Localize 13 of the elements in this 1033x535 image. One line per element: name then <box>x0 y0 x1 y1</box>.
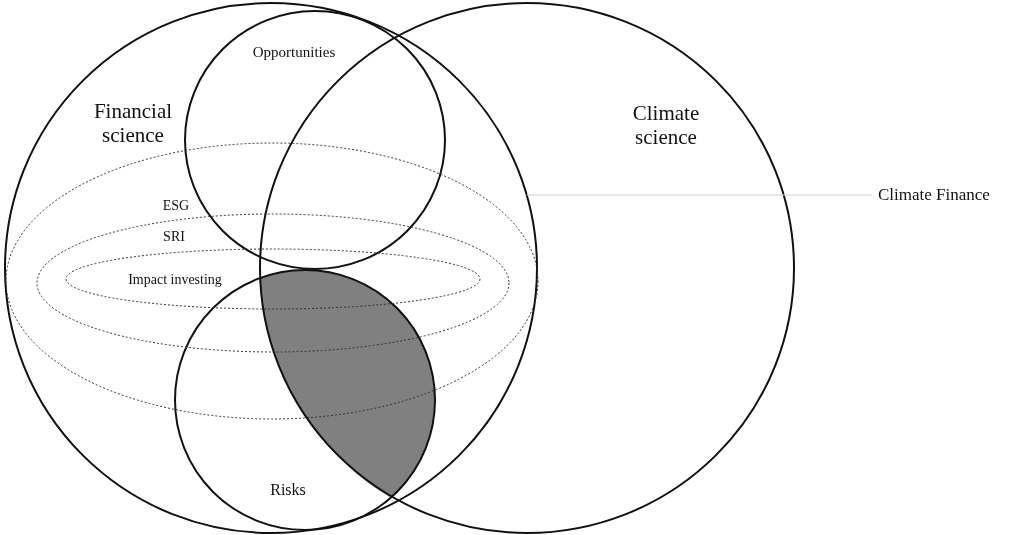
venn-circle <box>3 1 539 535</box>
circle-label: Opportunities <box>252 44 336 62</box>
ellipse-label: SRI <box>163 228 185 246</box>
ellipse-label: ESG <box>162 197 190 215</box>
circle-label: Climate science <box>631 100 701 150</box>
dotted-ellipse <box>4 141 540 421</box>
dotted-ellipse <box>35 212 511 354</box>
leader-label: Climate Finance <box>878 185 990 205</box>
circle-label: Financial science <box>92 98 174 148</box>
dotted-ellipse <box>64 247 482 311</box>
circle-label: Risks <box>270 480 306 500</box>
venn-circle <box>173 268 437 532</box>
ellipse-label: Impact investing <box>128 271 222 289</box>
